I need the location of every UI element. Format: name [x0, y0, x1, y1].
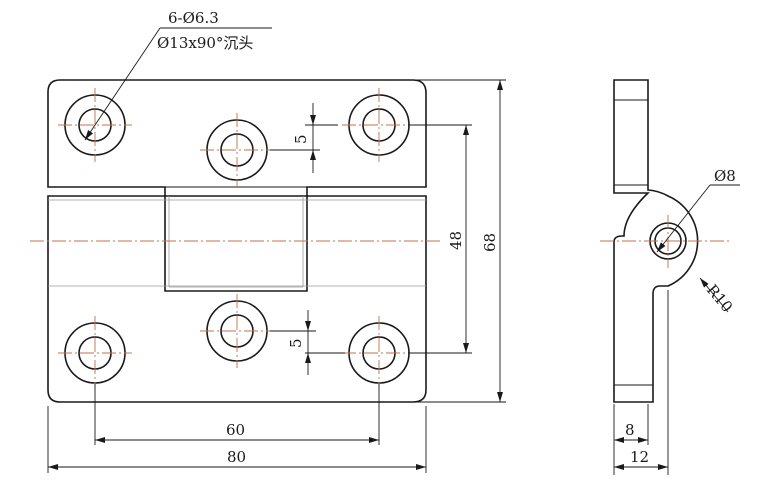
hole-callout: 6-Ø6.3 Ø13x90°沉头 — [84, 9, 272, 141]
pin-diameter-callout: Ø8 — [656, 167, 740, 253]
hole-bottom-center — [200, 294, 274, 368]
hole-bottom-right — [342, 316, 416, 390]
dimension-5-bottom: 5 — [270, 310, 345, 375]
dimension-80-label: 80 — [227, 448, 246, 466]
side-view: Ø8 R10 8 12 — [600, 79, 740, 475]
dimension-5-top-label: 5 — [292, 134, 310, 144]
pin-diameter-label: Ø8 — [714, 167, 736, 185]
dimension-8: 8 — [613, 404, 649, 475]
dimension-80: 80 — [47, 406, 427, 473]
dimension-48-label: 48 — [447, 231, 465, 250]
dimension-8-label: 8 — [625, 421, 635, 439]
dimension-48: 48 — [408, 124, 472, 354]
hole-top-left — [58, 88, 132, 162]
dimension-68-label: 68 — [481, 233, 499, 252]
dimension-60: 60 — [94, 384, 380, 445]
hole-callout-note: 6-Ø6.3 — [168, 9, 219, 27]
dimension-12-label: 12 — [630, 448, 649, 466]
knuckle-radius-callout: R10 — [699, 277, 736, 316]
hole-top-right — [342, 88, 416, 162]
dimension-60-label: 60 — [226, 421, 245, 439]
dimension-68: 68 — [413, 79, 506, 403]
dimension-5-bottom-label: 5 — [287, 338, 305, 348]
dimension-5-top: 5 — [270, 103, 338, 173]
side-view-outline — [613, 79, 699, 403]
dimension-12: 12 — [614, 290, 669, 475]
front-view: 6-Ø6.3 Ø13x90°沉头 60 80 48 — [30, 9, 506, 473]
knuckle-radius-label: R10 — [703, 281, 736, 316]
hole-top-center — [200, 113, 274, 187]
countersink-callout-note: Ø13x90°沉头 — [157, 34, 253, 52]
hole-bottom-left — [58, 316, 132, 390]
